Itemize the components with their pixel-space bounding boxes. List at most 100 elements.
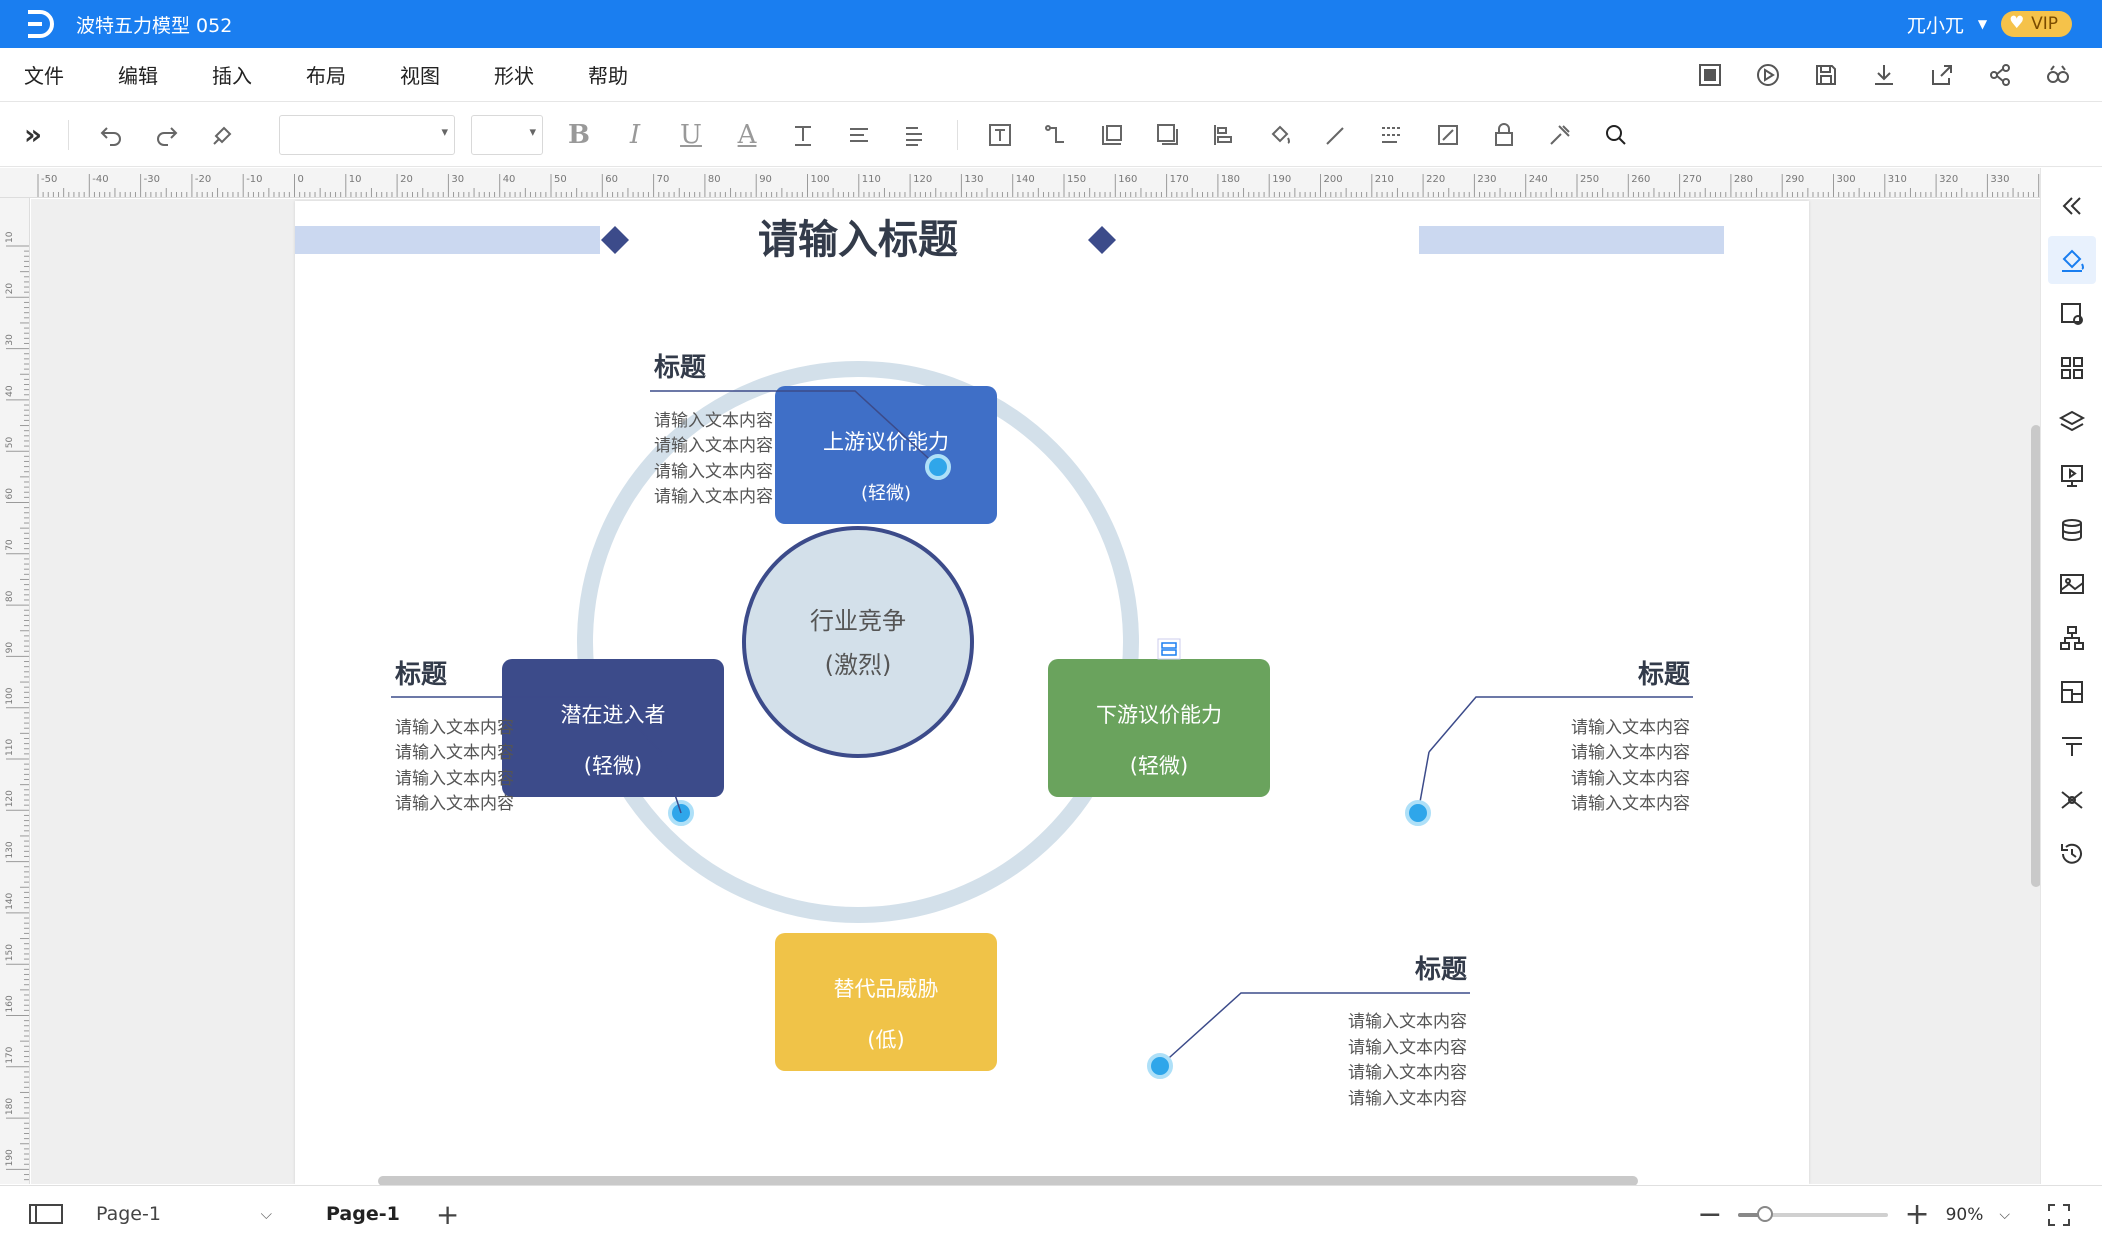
database-icon[interactable] (2048, 506, 2096, 554)
menu-layout[interactable]: 布局 (306, 64, 346, 88)
ruler-label: 150 (5, 944, 15, 961)
diagram-page[interactable]: 请输入标题 行业竞争 (激烈) 上游议价能力 (轻微) 潜在进入者 (轻微) 下… (295, 201, 1809, 1184)
shape-options-icon[interactable] (1157, 638, 1181, 660)
italic-icon[interactable]: I (629, 119, 641, 150)
zoom-slider[interactable] (1738, 1205, 1889, 1222)
ruler-label: 50 (554, 174, 567, 185)
menu-file[interactable]: 文件 (24, 64, 64, 88)
substitutes-box[interactable] (775, 933, 997, 1071)
share-icon[interactable] (1986, 61, 2014, 89)
user-name[interactable]: 兀小兀 (1906, 14, 1964, 37)
menu-help[interactable]: 帮助 (588, 64, 628, 88)
vertical-scrollbar[interactable] (2031, 425, 2041, 887)
callout-right-line: 请输入文本内容 (1571, 769, 1690, 789)
style-fill-icon[interactable] (2047, 236, 2096, 284)
callout-top-left-heading[interactable]: 标题 (654, 353, 706, 383)
edit-icon[interactable] (1434, 121, 1462, 149)
menu-edit[interactable]: 编辑 (118, 64, 158, 88)
connection-point[interactable] (1147, 1053, 1173, 1079)
font-family-select[interactable] (279, 114, 455, 155)
callout-bottom-right-line: 请输入文本内容 (1348, 1012, 1467, 1032)
connector-icon[interactable] (1042, 121, 1070, 149)
org-chart-icon[interactable] (2048, 614, 2096, 662)
fill-icon[interactable] (1266, 121, 1294, 149)
page-select[interactable]: Page-1 ⌵ (96, 1203, 272, 1225)
theme-grid-icon[interactable] (2048, 344, 2096, 392)
menu-insert[interactable]: 插入 (212, 64, 252, 88)
callout-left-heading[interactable]: 标题 (395, 660, 447, 690)
font-color-icon[interactable]: A (737, 119, 757, 150)
line-style-icon[interactable] (1378, 121, 1406, 149)
font-size-select[interactable] (471, 114, 543, 155)
save-icon[interactable] (1812, 61, 1840, 89)
bold-icon[interactable]: B (568, 119, 590, 150)
zoom-in-icon[interactable]: + (1904, 1197, 1930, 1232)
line-color-icon[interactable] (1322, 121, 1350, 149)
vip-badge[interactable]: VIP (2001, 11, 2072, 37)
collapse-panel-icon[interactable] (2048, 182, 2096, 230)
shuffle-icon[interactable] (2048, 776, 2096, 824)
history-icon[interactable] (2048, 830, 2096, 878)
center-label: 行业竞争 (810, 607, 906, 635)
zoom-level[interactable]: 90% (1945, 1204, 1984, 1225)
connection-point[interactable] (1405, 800, 1431, 826)
arrange-icon[interactable] (1098, 121, 1126, 149)
format-painter-icon[interactable] (209, 121, 237, 149)
underline-icon[interactable]: U (680, 119, 702, 150)
zoom-slider-thumb[interactable] (1757, 1205, 1774, 1222)
layers-icon[interactable] (2048, 398, 2096, 446)
ruler-label: 210 (1375, 174, 1394, 185)
callout-left-leader-tail (660, 751, 682, 814)
page-layout-icon[interactable] (2048, 668, 2096, 716)
callout-bottom-right-line: 请输入文本内容 (1348, 1089, 1467, 1109)
callout-right-heading[interactable]: 标题 (1638, 660, 1690, 690)
export-icon[interactable] (1928, 61, 1956, 89)
image-icon[interactable] (2048, 560, 2096, 608)
align-shapes-icon[interactable] (1210, 121, 1238, 149)
zoom-out-icon[interactable]: − (1697, 1197, 1723, 1232)
page-list-icon[interactable] (28, 1202, 64, 1226)
diagram-title[interactable]: 请输入标题 (758, 217, 958, 263)
menu-shape[interactable]: 形状 (494, 64, 534, 88)
chevron-down-icon[interactable]: ▼ (1977, 17, 1988, 31)
buyer-power-box[interactable] (1048, 659, 1270, 797)
play-icon[interactable] (1754, 61, 1782, 89)
redo-icon[interactable] (153, 121, 181, 149)
align-icon[interactable] (845, 121, 873, 149)
textbox-icon[interactable] (986, 121, 1014, 149)
screen-capture-icon[interactable] (1696, 61, 1724, 89)
supplier-power-box[interactable] (775, 386, 997, 524)
ruler-label: 120 (5, 790, 15, 807)
lock-icon[interactable] (1490, 121, 1518, 149)
center-circle[interactable] (742, 526, 974, 758)
chevron-down-icon[interactable]: ⌵ (1999, 1206, 2010, 1223)
ruler-label: 180 (1221, 174, 1240, 185)
callout-right-leader (1428, 696, 1693, 753)
toolbar-divider (68, 119, 69, 150)
callout-bottom-right-heading[interactable]: 标题 (1415, 955, 1467, 985)
menu-view[interactable]: 视图 (400, 64, 440, 88)
undo-icon[interactable] (97, 121, 125, 149)
collaborate-icon[interactable] (2044, 61, 2072, 89)
tools-icon[interactable] (1546, 121, 1574, 149)
collapse-icon[interactable]: » (24, 118, 43, 151)
chevron-down-icon[interactable]: ⌵ (260, 1205, 272, 1223)
right-side-panel (2040, 168, 2102, 1184)
connector-style-icon[interactable] (2048, 722, 2096, 770)
shadow-icon[interactable] (1154, 121, 1182, 149)
text-style-icon[interactable] (789, 121, 817, 149)
search-icon[interactable] (1602, 121, 1630, 149)
add-page-icon[interactable]: + (435, 1197, 460, 1231)
shape-properties-icon[interactable] (2048, 290, 2096, 338)
app-logo-icon[interactable] (20, 6, 56, 42)
fullscreen-icon[interactable] (2046, 1202, 2072, 1228)
new-entrants-box[interactable] (502, 659, 724, 797)
page-tab[interactable]: Page-1 (326, 1203, 400, 1225)
connection-point[interactable] (925, 454, 951, 480)
canvas-area[interactable]: 请输入标题 行业竞争 (激烈) 上游议价能力 (轻微) 潜在进入者 (轻微) 下… (31, 199, 2040, 1184)
presentation-icon[interactable] (2048, 452, 2096, 500)
line-spacing-icon[interactable] (901, 121, 929, 149)
horizontal-scrollbar[interactable] (378, 1176, 1638, 1186)
document-title[interactable]: 波特五力模型 052 (76, 14, 233, 37)
download-icon[interactable] (1870, 61, 1898, 89)
